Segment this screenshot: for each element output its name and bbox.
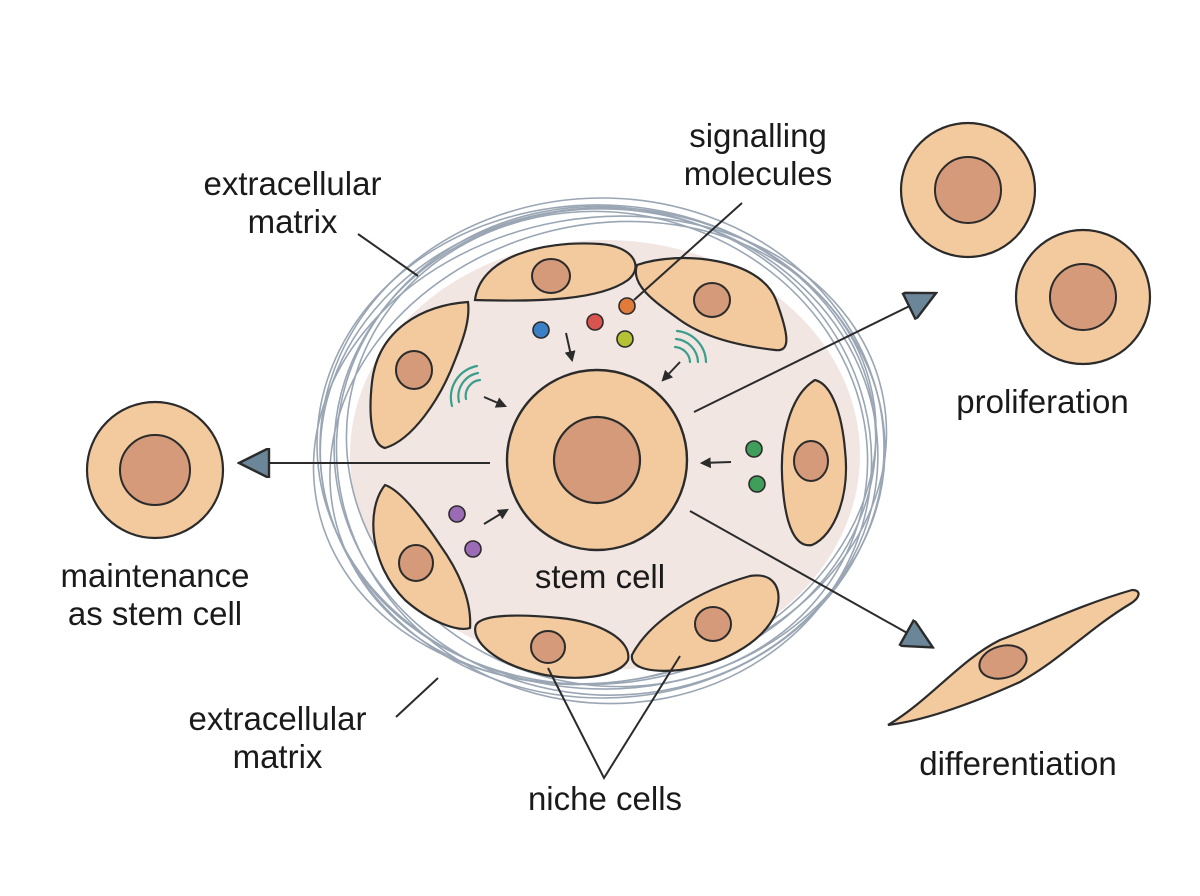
differentiation-arrow bbox=[689, 510, 925, 643]
signal-arrow bbox=[661, 361, 681, 382]
molecule-purple bbox=[464, 540, 482, 558]
signal-arrows bbox=[483, 332, 732, 525]
niche-cell-bottom-right bbox=[630, 574, 780, 672]
molecule-green bbox=[748, 475, 766, 493]
ecm-bottom-label: extracellular matrix bbox=[188, 700, 367, 775]
proliferated-cell-lower bbox=[1014, 228, 1152, 366]
fate-arrows bbox=[248, 297, 928, 643]
extracellular-matrix-fibers bbox=[312, 197, 888, 705]
nucleus bbox=[934, 156, 1002, 224]
molecule-red bbox=[586, 313, 604, 331]
nucleus bbox=[1049, 263, 1117, 331]
signal-arrow bbox=[483, 396, 508, 408]
nucleus bbox=[693, 282, 731, 318]
nucleus bbox=[119, 434, 191, 506]
niche-cell-left-lower bbox=[372, 483, 472, 630]
maintained-stem-cell bbox=[85, 400, 225, 540]
signal-arrow bbox=[483, 508, 509, 525]
maintenance-label: maintenance as stem cell bbox=[60, 557, 250, 632]
ecm-bottom-leader bbox=[395, 677, 439, 718]
signal-wave-right bbox=[673, 329, 708, 364]
molecule-orange bbox=[618, 297, 636, 315]
signalling-molecules bbox=[448, 297, 766, 558]
proliferation-label: proliferation bbox=[956, 383, 1129, 420]
nucleus bbox=[694, 606, 732, 642]
differentiated-cell bbox=[887, 588, 1140, 727]
niche-cells-leader bbox=[547, 655, 681, 781]
niche-cell-right bbox=[780, 378, 847, 547]
stem-cell bbox=[505, 368, 689, 552]
nucleus bbox=[978, 644, 1028, 680]
ecm-top-leader bbox=[357, 233, 419, 277]
nucleus bbox=[398, 544, 434, 582]
signal-arrow bbox=[699, 457, 732, 469]
stem-cell-label: stem cell bbox=[534, 558, 666, 595]
niche-cell-left-upper bbox=[369, 300, 470, 450]
signal-arrow bbox=[564, 332, 576, 363]
molecule-green bbox=[745, 440, 763, 458]
stem-cell-nucleus bbox=[552, 415, 642, 505]
nucleus bbox=[793, 440, 829, 482]
niche-cell-top-left bbox=[473, 242, 637, 302]
nucleus bbox=[395, 350, 433, 390]
nucleus bbox=[530, 630, 566, 664]
molecule-purple bbox=[448, 505, 466, 523]
differentiation-label: differentiation bbox=[919, 745, 1117, 782]
molecule-blue bbox=[532, 321, 550, 339]
niche-cells-label: niche cells bbox=[527, 780, 683, 817]
ecm-top-label: extracellular matrix bbox=[203, 165, 382, 240]
signalling-molecules-label: signalling molecules bbox=[683, 117, 833, 192]
signal-wave-left bbox=[449, 364, 482, 408]
niche-cell-top-right bbox=[634, 256, 788, 352]
leader-lines bbox=[357, 202, 743, 781]
molecule-yellow-green bbox=[616, 330, 634, 348]
proliferated-cell-upper bbox=[899, 121, 1037, 259]
signalling-leader bbox=[633, 202, 743, 301]
proliferation-arrow bbox=[693, 297, 928, 413]
niche-cells bbox=[369, 242, 847, 679]
niche-cell-bottom-center bbox=[474, 614, 630, 679]
nucleus bbox=[531, 258, 571, 294]
